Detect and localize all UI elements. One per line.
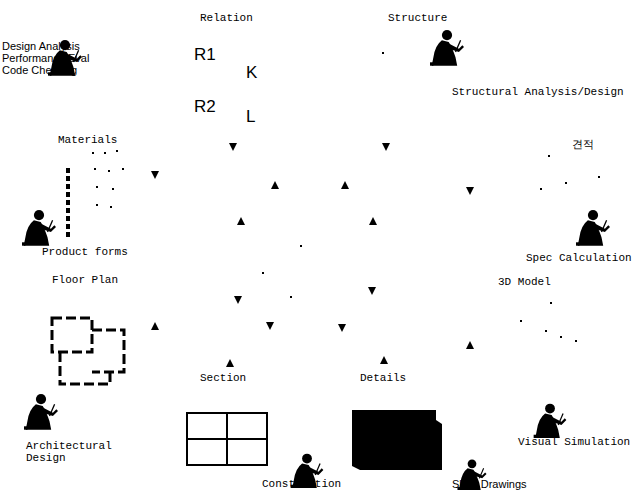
category-label: Details: [360, 372, 406, 384]
heading-label: Relation: [200, 12, 253, 24]
task-label: Shop Drawings: [452, 478, 527, 490]
category-label: Materials: [58, 134, 117, 146]
task-label: Architectural Design: [26, 440, 116, 464]
task-label: Spec Calculation: [526, 252, 632, 264]
relation-symbol: R1: [194, 46, 216, 64]
task-label: Visual Simulation: [518, 436, 630, 448]
relation-symbol: L: [246, 108, 255, 126]
task-label: Product forms: [42, 246, 128, 258]
task-label: Structural Analysis/Design: [452, 86, 624, 98]
heading-label: Structure: [388, 12, 447, 24]
category-label: Section: [200, 372, 246, 384]
category-label: 견적: [572, 138, 594, 150]
task-label: Design Analysis Performance Eval Code Ch…: [2, 40, 90, 76]
relation-symbol: K: [246, 64, 257, 82]
task-label: Construction: [262, 478, 341, 490]
category-label: 3D Model: [498, 276, 551, 288]
relation-symbol: R2: [194, 98, 216, 116]
category-label: Floor Plan: [52, 274, 118, 286]
